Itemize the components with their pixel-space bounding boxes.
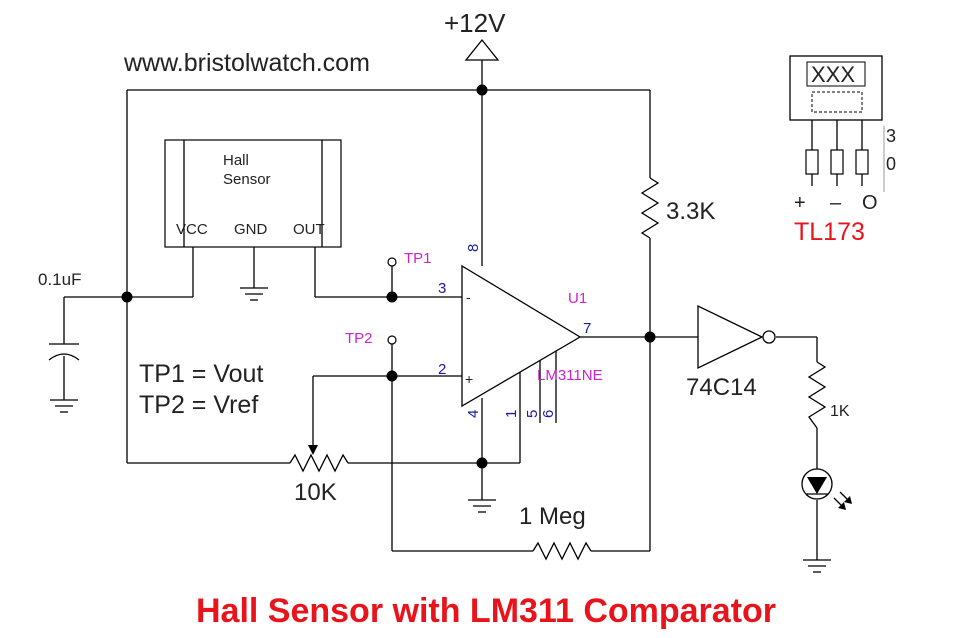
comparator-lm311 xyxy=(461,264,582,408)
hall-pin-vcc: VCC xyxy=(176,221,208,238)
ground-symbol-capacitor xyxy=(50,399,78,413)
test-point-2-label: TP2 xyxy=(345,330,373,347)
tl173-pin-minus: – xyxy=(830,192,842,214)
ground-symbol-comparator xyxy=(468,499,496,513)
tl173-pin-plus: + xyxy=(794,192,806,214)
test-point-1-label: TP1 xyxy=(404,250,432,267)
comparator-inv-sign: - xyxy=(466,289,471,305)
supply-label: +12V xyxy=(444,8,506,38)
comparator-ref-label: U1 xyxy=(568,290,587,307)
hall-sensor xyxy=(164,139,342,248)
pin-3-label: 3 xyxy=(438,280,446,297)
tl173-pin-out: O xyxy=(862,192,878,214)
pin-5-label: 5 xyxy=(524,410,541,418)
inverter-74c14 xyxy=(697,304,776,370)
comparator-noninv-sign: + xyxy=(465,371,473,387)
potentiometer-label: 10K xyxy=(294,479,337,506)
supply-symbol xyxy=(464,38,500,64)
potentiometer-10k xyxy=(289,445,349,473)
tl173-package xyxy=(789,55,885,192)
resistor-3-3k xyxy=(640,177,660,239)
tl173-side-text-2: 0 xyxy=(886,154,896,174)
pin-8-label: 8 xyxy=(465,244,482,252)
inverter-label: 74C14 xyxy=(686,374,757,401)
capacitor-label: 0.1uF xyxy=(38,270,81,289)
ground-symbol-hall xyxy=(240,287,268,301)
hall-sensor-name-line2: Sensor xyxy=(223,171,271,188)
junction-dots xyxy=(121,84,656,469)
hall-sensor-name-line1: Hall xyxy=(223,152,249,169)
tl173-side-text-1: 3 xyxy=(886,126,896,146)
resistor-1k xyxy=(807,361,827,429)
tl173-part-label: TL173 xyxy=(794,218,865,246)
ground-symbol-led xyxy=(803,559,831,573)
resistor-1-meg-label: 1 Meg xyxy=(519,503,586,530)
pin-2-label: 2 xyxy=(438,361,446,378)
pin-4-label: 4 xyxy=(465,410,482,418)
resistor-1-meg xyxy=(532,541,592,561)
hall-pin-gnd: GND xyxy=(234,221,268,238)
note-tp2: TP2 = Vref xyxy=(139,391,258,419)
hall-pin-out: OUT xyxy=(293,221,325,238)
test-point-2 xyxy=(387,335,397,345)
diagram-title: Hall Sensor with LM311 Comparator xyxy=(196,592,776,630)
resistor-3-3k-label: 3.3K xyxy=(666,198,715,225)
capacitor xyxy=(48,343,80,361)
resistor-1k-label: 1K xyxy=(830,403,850,420)
pin-7-label: 7 xyxy=(583,320,591,337)
led xyxy=(801,468,833,500)
tl173-marking: XXX xyxy=(811,62,855,87)
comparator-part-label: LM311NE xyxy=(537,367,603,384)
website-label: www.bristolwatch.com xyxy=(123,49,370,77)
test-point-1 xyxy=(387,257,397,267)
light-emission-arrows xyxy=(833,491,852,510)
pin-1-label: 1 xyxy=(503,410,520,418)
note-tp1: TP1 = Vout xyxy=(139,360,263,388)
pin-6-label: 6 xyxy=(540,410,557,418)
